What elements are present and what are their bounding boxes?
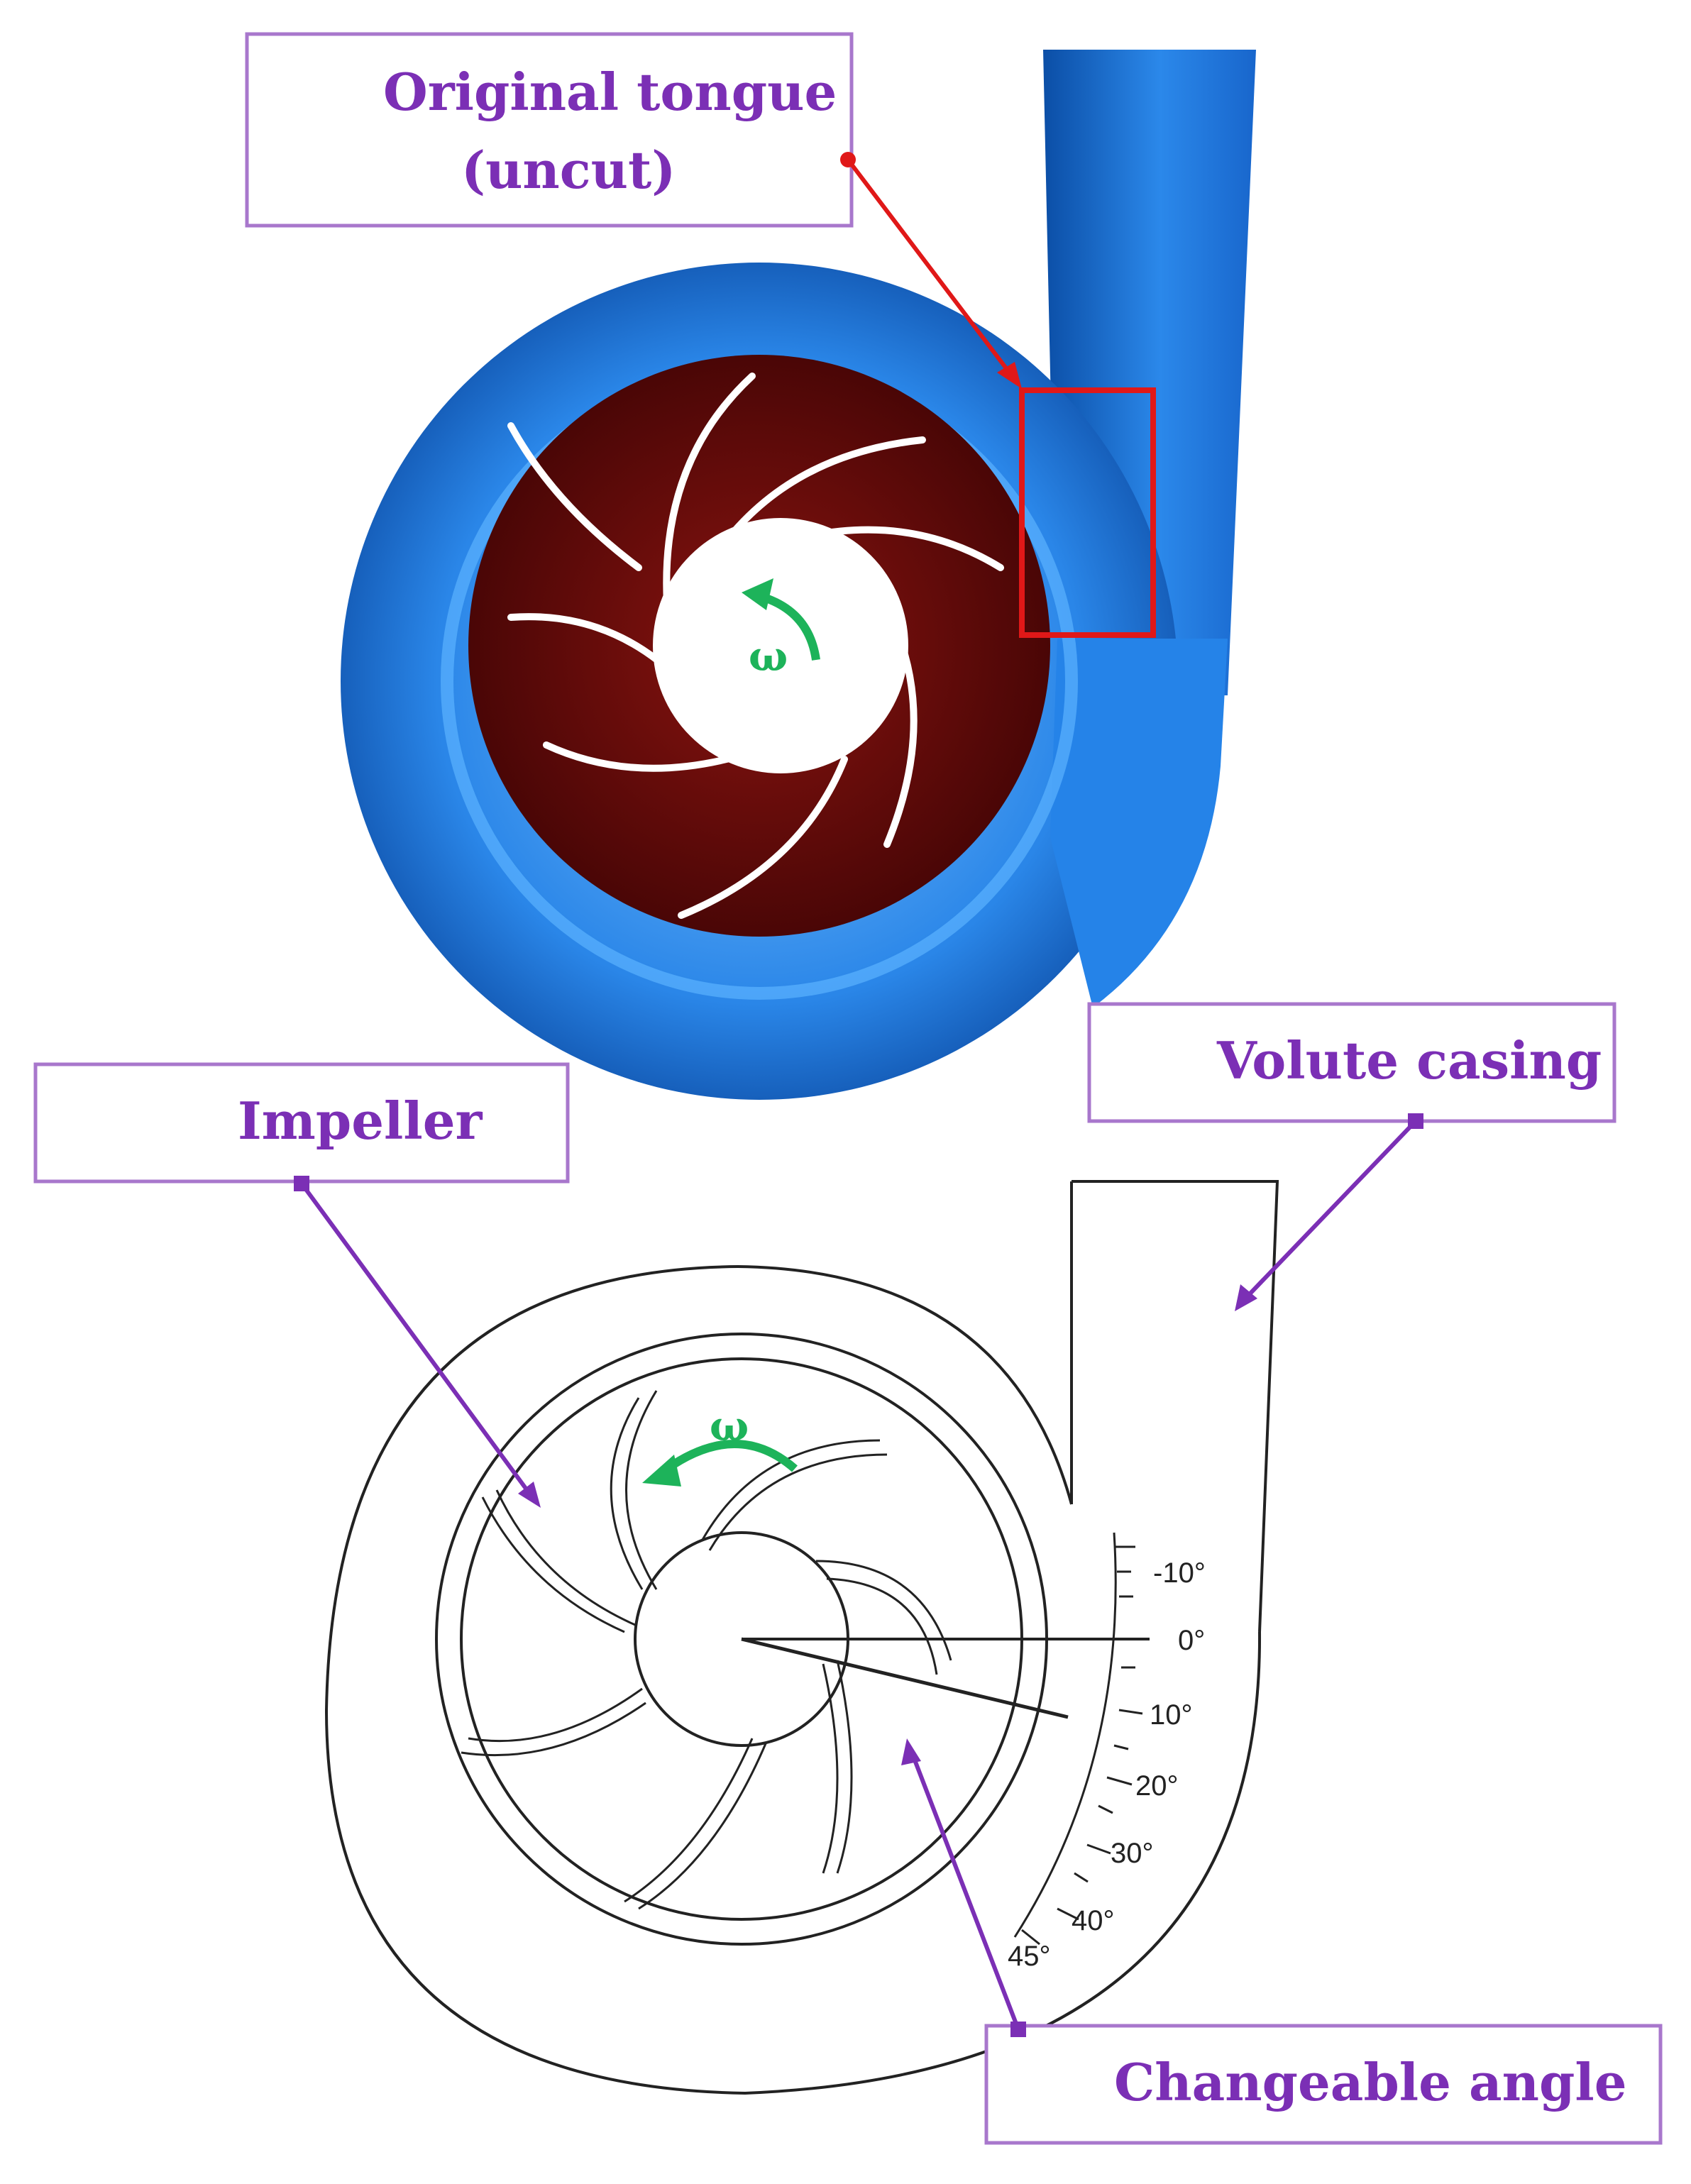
angle-label-30: 30°: [1111, 1838, 1154, 1869]
angle-label-40: 40°: [1072, 1905, 1115, 1936]
volute-shoulder: [1050, 639, 1228, 1008]
angle-scale-ticks: [1021, 1545, 1144, 1946]
callout-arrow-volute: [1243, 1119, 1418, 1301]
tongue-highlight-box: [1019, 387, 1156, 638]
callout-original-tongue: Original tongue (uncut): [245, 32, 1022, 389]
omega-symbol-bottom: ω: [710, 1402, 749, 1450]
angle-line-changeable: [741, 1637, 1069, 1719]
callout-changeable-angle: Changeable angle: [901, 1738, 1663, 2145]
angle-label-minus10: -10°: [1153, 1557, 1206, 1589]
angle-label-20: 20°: [1135, 1770, 1179, 1802]
angle-scale-arc: [1013, 1532, 1117, 1938]
angle-label-10: 10°: [1150, 1699, 1193, 1731]
callout-arrow-angle: [910, 1751, 1020, 2031]
callout-arrow-impeller: [299, 1182, 534, 1499]
angle-label-45: 45°: [1008, 1941, 1051, 1972]
callout-volute-casing-label: Volute casing: [1216, 1030, 1602, 1091]
callout-original-tongue-line1: Original tongue: [383, 62, 837, 122]
rotation-arrowhead-bottom: [642, 1455, 681, 1487]
callout-changeable-angle-label: Changeable angle: [1114, 2052, 1627, 2112]
callout-original-tongue-line2: (uncut): [461, 140, 676, 200]
callout-impeller-label: Impeller: [238, 1091, 483, 1151]
rotation-arrowhead-top: [742, 578, 773, 610]
rotation-arrow-top: [758, 592, 820, 661]
3d-pump-model: ω: [341, 50, 1256, 1100]
angle-label-0: 0°: [1178, 1625, 1205, 1656]
impeller-eye: [653, 518, 908, 773]
angle-scale-labels: -10° 0° 10° 20° 30° 40° 45°: [1008, 1557, 1206, 1972]
rotation-arrow-bottom: [664, 1440, 798, 1472]
2d-pump-drawing: [324, 1180, 1279, 2095]
volute-outlet-2d: [1072, 1180, 1279, 1633]
volute-outer-2d: [324, 1264, 1262, 2095]
callout-arrow-red: [846, 158, 1017, 381]
impeller-blades-3d: [507, 373, 1004, 919]
omega-symbol-top: ω: [749, 632, 788, 680]
callout-volute-casing: Volute casing: [1087, 1002, 1616, 1311]
callout-impeller: Impeller: [33, 1062, 570, 1508]
impeller-blades-2d: [461, 1390, 952, 1910]
